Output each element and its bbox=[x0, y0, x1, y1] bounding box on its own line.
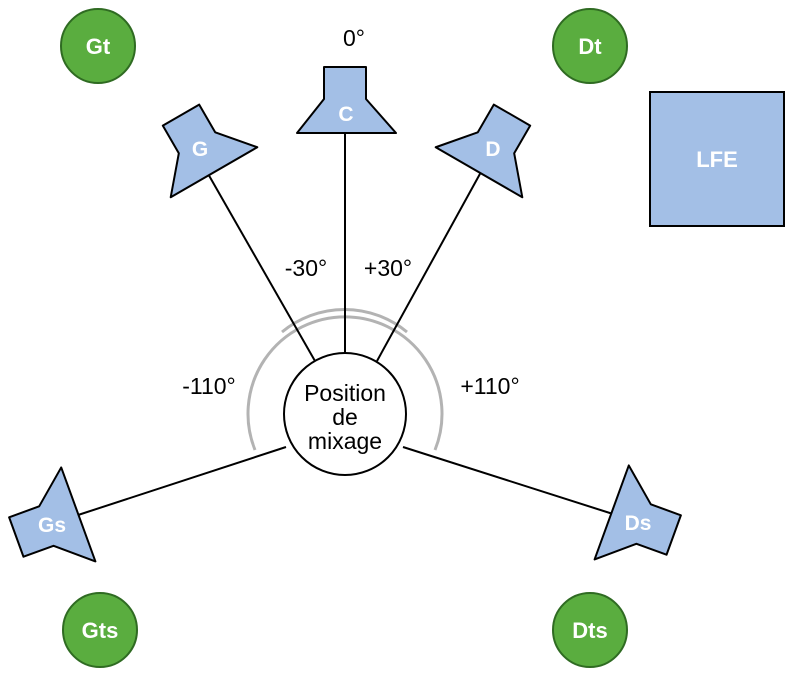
speaker-left-surround-shape bbox=[8, 466, 97, 563]
speaker-right-surround-shape bbox=[593, 464, 682, 561]
height-speaker-top-right-label: Dt bbox=[578, 34, 602, 59]
listening-position-line2: de bbox=[332, 404, 358, 430]
height-speaker-top-left-circle bbox=[60, 8, 136, 84]
lfe-speaker: LFE bbox=[649, 91, 785, 227]
angle-label-left-surround: -110° bbox=[182, 373, 236, 399]
line-left bbox=[206, 171, 316, 362]
speaker-right-shape bbox=[434, 103, 532, 199]
speaker-right: D bbox=[434, 103, 532, 199]
height-speaker-top-left-surround-circle bbox=[62, 592, 138, 668]
height-speaker-top-left: Gt bbox=[60, 8, 136, 84]
height-speaker-top-right-surround-label: Dts bbox=[572, 618, 607, 643]
angle-label-center: 0° bbox=[343, 25, 365, 51]
speaker-center: C bbox=[296, 66, 397, 134]
lfe-box bbox=[649, 91, 785, 227]
speaker-left-surround: Gs bbox=[8, 466, 97, 563]
listening-position-line1: Position bbox=[304, 380, 386, 406]
speaker-center-label: C bbox=[338, 103, 353, 126]
height-speaker-top-left-surround-label: Gts bbox=[82, 618, 119, 643]
speaker-left-shape bbox=[161, 103, 259, 199]
height-speaker-top-right-surround-circle bbox=[552, 592, 628, 668]
angle-label-right: +30° bbox=[364, 255, 412, 281]
height-speaker-top-right-surround: Dts bbox=[552, 592, 628, 668]
speaker-left-surround-label: Gs bbox=[38, 514, 66, 537]
height-speaker-top-right: Dt bbox=[552, 8, 628, 84]
angle-label-right-surround: +110° bbox=[460, 373, 519, 399]
line-right bbox=[376, 171, 482, 362]
speaker-right-surround: Ds bbox=[593, 464, 682, 561]
speaker-center-shape bbox=[296, 66, 397, 134]
speaker-left-label: G bbox=[192, 138, 208, 161]
speaker-right-label: D bbox=[485, 138, 500, 161]
listening-position-line3: mixage bbox=[308, 428, 382, 454]
speaker-left: G bbox=[161, 103, 259, 199]
line-right-surround bbox=[402, 446, 614, 515]
listening-position-circle bbox=[283, 352, 407, 476]
height-speaker-top-right-circle bbox=[552, 8, 628, 84]
height-speaker-top-left-surround: Gts bbox=[62, 592, 138, 668]
line-left-surround bbox=[74, 446, 287, 517]
height-speaker-top-left-label: Gt bbox=[86, 34, 111, 59]
angle-label-left: -30° bbox=[285, 255, 327, 281]
speaker-right-surround-label: Ds bbox=[625, 512, 652, 535]
lfe-label: LFE bbox=[696, 147, 738, 172]
